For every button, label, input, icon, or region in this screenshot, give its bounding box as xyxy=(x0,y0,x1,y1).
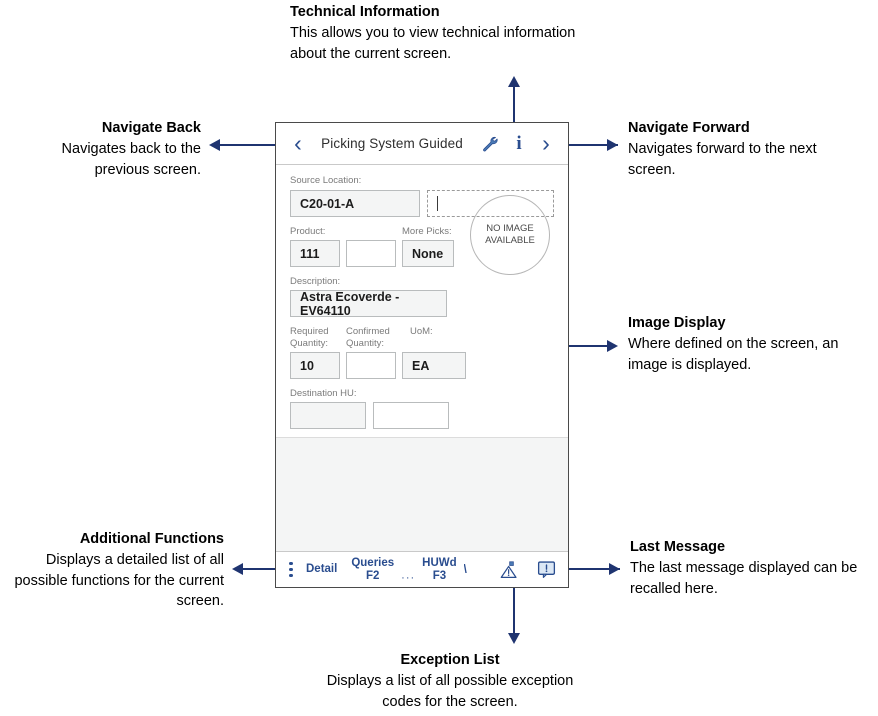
navigate-back-icon[interactable]: ‹ xyxy=(294,130,302,156)
kebab-dot xyxy=(289,567,293,572)
source-location-label: Source Location: xyxy=(290,175,362,186)
toolbar-overflow-ellipsis[interactable]: ··· xyxy=(401,572,416,584)
callout-navigate-back: Navigate Back Navigates back to the prev… xyxy=(15,118,201,180)
technical-information-icon[interactable]: i xyxy=(504,134,534,153)
arrowhead-exception-list xyxy=(508,633,520,644)
callout-title: Exception List xyxy=(400,652,500,668)
product-input[interactable] xyxy=(346,240,396,267)
callout-title: Last Message xyxy=(630,539,726,555)
toolbar-clipped-label[interactable]: \ xyxy=(463,563,467,576)
callout-title: Image Display xyxy=(628,315,726,331)
leader-line-image-display xyxy=(542,345,612,347)
callout-title: Technical Information xyxy=(290,4,440,20)
confirmed-quantity-field[interactable] xyxy=(346,352,396,379)
callout-body: Where defined on the screen, an image is… xyxy=(628,336,839,373)
callout-additional-functions: Additional Functions Displays a detailed… xyxy=(14,529,224,612)
arrowhead-navigate-back xyxy=(209,139,220,151)
screen-title: Picking System Guided xyxy=(321,136,463,151)
uom-field[interactable]: EA xyxy=(402,352,466,379)
leader-line-navigate-forward xyxy=(560,144,618,146)
product-label: Product: xyxy=(290,226,326,237)
description-row: Astra Ecoverde - EV64110 xyxy=(290,290,554,318)
toolbar-button-detail[interactable]: Detail xyxy=(299,563,344,576)
description-label: Description: xyxy=(290,276,341,287)
arrowhead-last-message xyxy=(609,563,620,575)
description-field[interactable]: Astra Ecoverde - EV64110 xyxy=(290,290,447,318)
callout-title: Navigate Back xyxy=(101,120,201,136)
destination-hu-label: Destination HU: xyxy=(290,388,357,399)
required-quantity-label: Required Quantity: xyxy=(290,326,329,349)
destination-hu-field[interactable] xyxy=(290,402,366,429)
kebab-dot xyxy=(289,573,293,577)
leader-line-navigate-back xyxy=(220,144,275,146)
callout-body: Displays a list of all possible exceptio… xyxy=(326,673,574,710)
required-quantity-field[interactable]: 10 xyxy=(290,352,340,379)
toolbar-huwd-key: F3 xyxy=(432,569,447,582)
arrowhead-technical-information xyxy=(508,76,520,87)
callout-title: Navigate Forward xyxy=(628,120,750,136)
screen-header: ‹ Picking System Guided i › xyxy=(276,123,568,165)
callout-body: Navigates forward to the next screen. xyxy=(628,141,817,178)
arrowhead-additional-functions xyxy=(232,563,243,575)
callout-title: Additional Functions xyxy=(79,531,224,547)
toolbar-queries-key: F2 xyxy=(366,569,380,582)
mobile-device-screen: ‹ Picking System Guided i › Source Locat… xyxy=(275,122,569,588)
callout-navigate-forward: Navigate Forward Navigates forward to th… xyxy=(628,118,860,180)
quantity-label-row: Required Quantity: Confirmed Quantity: U… xyxy=(290,326,554,352)
toolbar-detail-label: Detail xyxy=(306,563,338,575)
callout-body: Displays a detailed list of all possible… xyxy=(14,552,224,609)
text-cursor xyxy=(436,196,438,211)
confirmed-quantity-label: Confirmed Quantity: xyxy=(346,326,390,349)
callout-exception-list: Exception List Displays a list of all po… xyxy=(325,650,575,712)
arrowhead-navigate-forward xyxy=(607,139,618,151)
leader-line-additional-functions xyxy=(243,568,283,570)
uom-label: UoM: xyxy=(410,326,433,337)
exception-list-icon[interactable] xyxy=(499,559,520,580)
no-image-line-2: AVAILABLE xyxy=(485,235,535,246)
toolbar-huwd-label: HUWd xyxy=(422,556,457,569)
toolbar-queries-label: Queries xyxy=(351,556,395,569)
more-picks-label: More Picks: xyxy=(402,226,452,237)
destination-hu-row xyxy=(290,402,554,429)
callout-body: The last message displayed can be recall… xyxy=(630,560,858,597)
source-location-value-field[interactable]: C20-01-A xyxy=(290,190,420,217)
no-image-line-1: NO IMAGE xyxy=(486,223,534,234)
description-label-row: Description: xyxy=(290,276,554,290)
info-icon-letter: i xyxy=(516,133,522,154)
leader-line-technical-information xyxy=(513,79,515,122)
leader-line-exception-list xyxy=(513,588,515,636)
callout-image-display: Image Display Where defined on the scree… xyxy=(628,313,863,375)
destination-hu-input[interactable] xyxy=(373,402,449,429)
wrench-icon[interactable] xyxy=(474,135,504,152)
additional-functions-icon[interactable] xyxy=(283,562,299,577)
callout-body: This allows you to view technical inform… xyxy=(290,25,576,62)
empty-content-area xyxy=(276,437,568,551)
last-message-icon[interactable] xyxy=(536,559,557,580)
image-display-placeholder: NO IMAGE AVAILABLE xyxy=(470,195,550,275)
toolbar-button-huwd[interactable]: HUWd F3 xyxy=(415,557,464,583)
leader-line-last-message xyxy=(560,568,620,570)
quantity-row: 10 EA xyxy=(290,352,554,379)
bottom-toolbar: Detail Queries F2 ··· HUWd F3 \ xyxy=(276,551,568,587)
product-value-field[interactable]: 111 xyxy=(290,240,340,267)
callout-technical-information: Technical Information This allows you to… xyxy=(290,2,590,64)
screen-form: Source Location: C20-01-A Product: More … xyxy=(276,165,568,437)
product-more-picks-label-row: Product: More Picks: xyxy=(290,226,554,240)
navigate-forward-icon[interactable]: › xyxy=(542,130,550,156)
kebab-dot xyxy=(289,562,293,566)
toolbar-button-queries[interactable]: Queries F2 xyxy=(344,557,401,583)
destination-hu-label-row: Destination HU: xyxy=(290,388,554,402)
more-picks-field[interactable]: None xyxy=(402,240,454,267)
callout-last-message: Last Message The last message displayed … xyxy=(630,537,862,599)
product-row: 111 None xyxy=(290,240,554,267)
callout-body: Navigates back to the previous screen. xyxy=(61,141,201,178)
arrowhead-image-display xyxy=(607,340,618,352)
